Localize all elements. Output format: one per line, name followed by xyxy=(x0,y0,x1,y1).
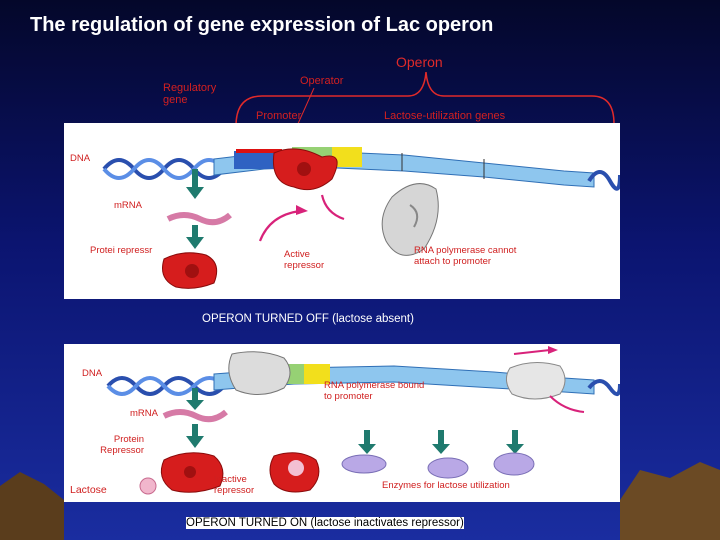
mrna-label-on: mRNA xyxy=(130,408,158,419)
lactose-label: Lactose xyxy=(70,484,107,496)
panel-operon-on: DNA RNA polymerase bound to promoter mRN… xyxy=(64,344,620,502)
dna-label-off: DNA xyxy=(70,153,91,164)
operon-label: Operon xyxy=(396,54,443,70)
regulatory-gene-label: Regulatory gene xyxy=(163,82,217,106)
repressor-protein-label: Protei repressr xyxy=(90,245,153,256)
active-repressor-label: Active repressor xyxy=(284,249,325,271)
rna-polymerase-bound-label: RNA polymerase bound to promoter xyxy=(324,380,425,402)
lactose-genes-label: Lactose-utilization genes xyxy=(384,110,506,122)
caption-operon-on: OPERON TURNED ON (lactose inactivates re… xyxy=(186,517,464,529)
slide-title: The regulation of gene expression of Lac… xyxy=(30,14,494,36)
panel-operon-off: DNA mRNA Protei repressr Active represso… xyxy=(64,123,620,299)
caption-operon-off: OPERON TURNED OFF (lactose absent) xyxy=(202,313,414,325)
inactive-repressor-label: Inactive repressor xyxy=(214,474,255,496)
operator-region xyxy=(332,147,362,167)
enzymes-label: Enzymes for lactose utilization xyxy=(382,480,510,491)
promoter-label: Promoter xyxy=(256,110,302,122)
protein-repressor-label: Protein Repressor xyxy=(100,434,144,456)
dna-label-on: DNA xyxy=(82,368,103,379)
dna-diagram-on xyxy=(106,346,620,495)
operator-label: Operator xyxy=(300,75,344,87)
mrna-label-off: mRNA xyxy=(114,200,142,211)
dna-diagram-off xyxy=(102,147,620,289)
rna-polymerase-note: RNA polymerase cannot attach to promoter xyxy=(414,245,517,267)
